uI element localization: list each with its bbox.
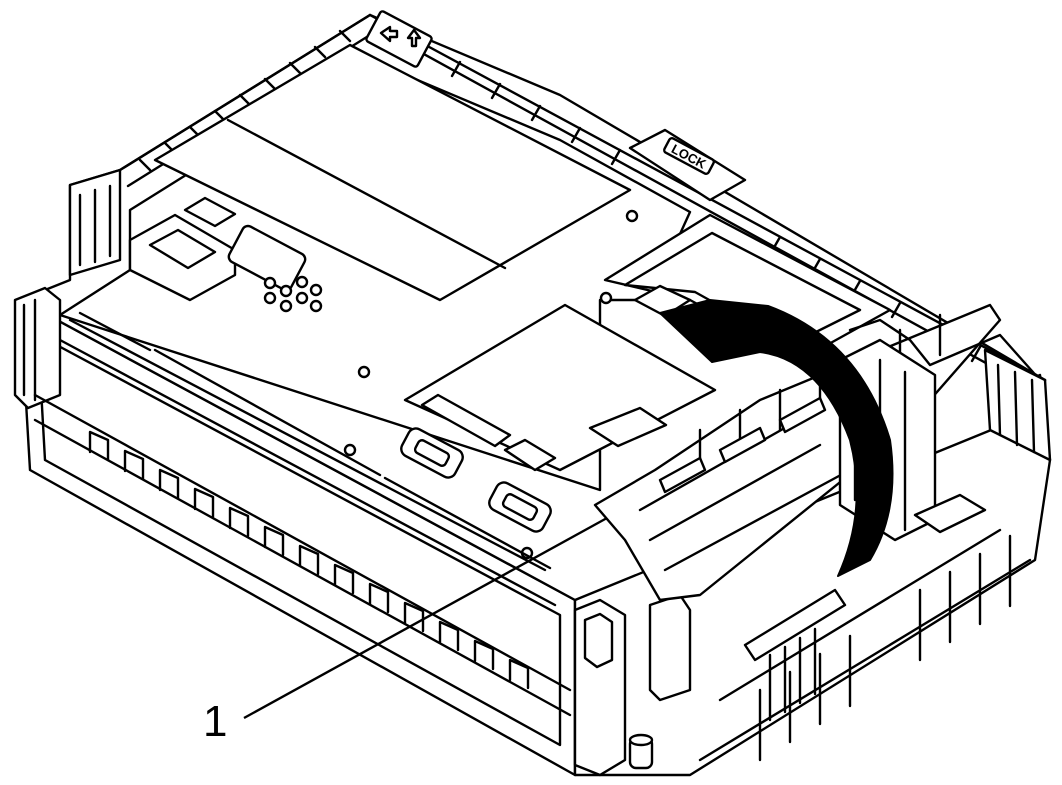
deck-button-inner [413,439,451,467]
callout-leader-line [243,516,608,720]
corner-post-front-slot [583,612,614,669]
right-clip-inner [996,363,1036,454]
screw-hole [625,209,639,223]
window-slot [227,224,307,292]
arrow-icons-box [365,10,433,68]
rear-compartment-inner [623,231,862,347]
corner-post-mid [648,593,692,702]
front-wall-rail [33,393,572,717]
label-area-large [153,43,632,302]
label-area-divider [226,118,507,270]
arrow-icon-left [379,25,399,43]
bottom-knob-cap [628,733,654,747]
lock-label-box [663,137,715,175]
right-side-ribs [698,528,1032,762]
corner-post-left [13,286,62,410]
rotation-arrow-icon [659,299,894,577]
latch [588,406,668,448]
screw-hole [599,291,613,305]
arrow-icon-up [406,28,422,48]
corner-post-left-inner [22,298,37,402]
top-left-tab [183,196,237,228]
vent-holes [263,275,323,313]
label-area-small-tab [503,438,557,472]
right-connector [743,588,847,662]
deck-button-inner [501,493,539,521]
hinged-cover-edge [848,318,1042,382]
front-side-rail [58,338,557,607]
left-connector-slot [148,228,217,270]
hinged-cover-slots [658,396,827,494]
right-connector-pins [768,627,817,722]
right-latch [913,493,987,534]
front-wall-teeth [88,430,530,690]
screw-hole [343,443,357,457]
left-clip-inner [78,184,112,267]
screw-hole [357,365,371,379]
label-area-small-strip [420,393,512,448]
callout-number: 1 [203,697,228,746]
edge-strip [68,311,552,572]
